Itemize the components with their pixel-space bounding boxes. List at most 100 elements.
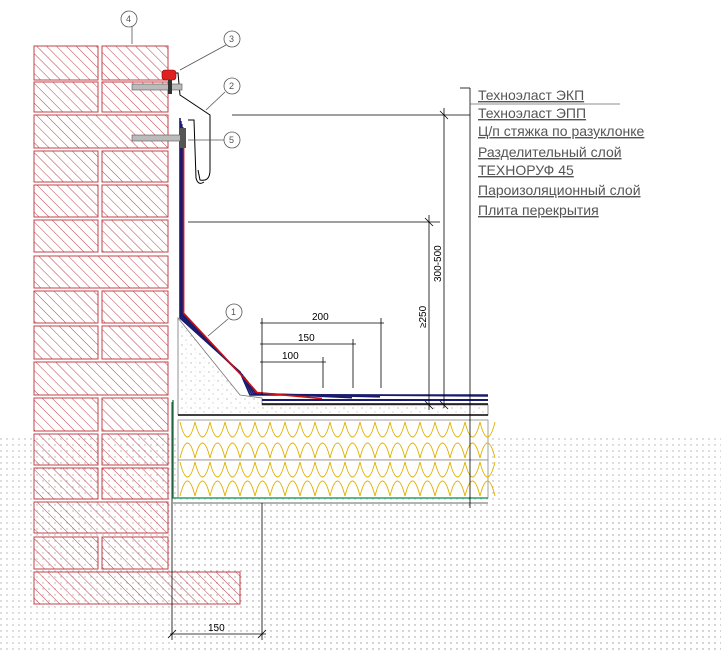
insulation-wave [389,421,406,438]
callout-2: 2 [229,81,234,91]
brick [33,571,241,605]
callout-1: 1 [231,307,236,317]
insulation-wave [284,480,301,497]
insulation-wave [389,442,406,459]
insulation-wave [374,480,391,497]
insulation-wave [419,461,436,478]
insulation-wave [254,421,271,438]
anchor-top [131,69,183,94]
insulation-wave [479,480,496,497]
brick [33,501,169,534]
insulation-wave [374,421,391,438]
insulation-wave [239,461,256,478]
brick [101,45,169,81]
insulation-wave [344,421,361,438]
insulation-wave [209,421,226,438]
callout-3: 3 [229,34,234,44]
membrane-layer-line [181,124,381,398]
insulation-wave [479,442,496,459]
brick [101,184,169,218]
brick [33,397,99,432]
insulation-wave [269,461,286,478]
brick [33,255,169,289]
dimension-lines [167,87,471,640]
insulation-wave [284,421,301,438]
insulation-wave [464,421,481,438]
brick [33,81,99,113]
insulation-wave [209,480,226,497]
dim-200: 200 [312,312,329,323]
insulation-wave [359,442,376,459]
insulation-wave [404,421,421,438]
layer-label-slab: Плита перекрытия [478,202,599,218]
insulation-wave [419,442,436,459]
brick [33,150,99,183]
insulation-wave [374,461,391,478]
brick [101,290,169,324]
callouts [120,10,243,337]
layer-label-tehnoelast-ekp: Техноэласт ЭКП [478,87,584,103]
insulation-wave [269,480,286,497]
insulation-wave [224,442,241,459]
brick [101,397,169,432]
insulation-wave [224,461,241,478]
insulation-wave [299,480,316,497]
layer-legend: Техноэласт ЭКП Техноэласт ЭПП Ц/п стяжка… [470,87,645,218]
insulation-wave [359,480,376,497]
brick [33,536,99,570]
insulation-wave [419,421,436,438]
insulation-wave [194,461,211,478]
insulation-wave [194,421,211,438]
insulation-wave [464,461,481,478]
membrane-layer-line [182,130,323,400]
brick [101,219,169,253]
insulation-wave [329,421,346,438]
insulation-wave [299,421,316,438]
insulation-wave [179,461,196,478]
insulation-wave [314,480,331,497]
insulation-wave [389,461,406,478]
vapor-barrier-layer [172,400,488,499]
callout-4: 4 [126,14,131,24]
insulation-wave [179,480,196,497]
insulation-wave [179,421,196,438]
insulation-wave [464,442,481,459]
insulation-wave [449,461,466,478]
callout-5: 5 [229,135,234,145]
insulation-wave [329,461,346,478]
insulation-wave [359,421,376,438]
insulation-wave [404,480,421,497]
dim-150-bottom: 150 [208,623,225,634]
insulation-wave [254,480,271,497]
dim-250-min: ≥250 [418,305,429,328]
insulation-wave [179,442,196,459]
dim-150: 150 [298,333,315,344]
insulation-wave [434,480,451,497]
insulation-wave [344,461,361,478]
insulation-wave [464,480,481,497]
insulation-wave [224,480,241,497]
insulation-wave [329,480,346,497]
insulation-wave [434,461,451,478]
insulation-wave [449,442,466,459]
dim-300-500: 300-500 [433,245,444,282]
insulation-wave [209,461,226,478]
insulation-wave [449,480,466,497]
insulation-wave [374,442,391,459]
brick [33,184,99,218]
insulation-wave [404,461,421,478]
membrane-layers [179,118,489,405]
insulation-wave [254,442,271,459]
layer-label-technoruf: ТЕХНОРУФ 45 [478,162,574,178]
insulation-wave [299,461,316,478]
brick [33,325,99,360]
anchor-middle [131,128,186,148]
insulation-wave [314,461,331,478]
brick [33,361,169,396]
insulation-wave [284,442,301,459]
insulation-wave [344,480,361,497]
insulation-wave [314,442,331,459]
insulation-wave [359,461,376,478]
layer-label-tehnoelast-epp: Техноэласт ЭПП [478,105,586,121]
insulation-wave [239,442,256,459]
